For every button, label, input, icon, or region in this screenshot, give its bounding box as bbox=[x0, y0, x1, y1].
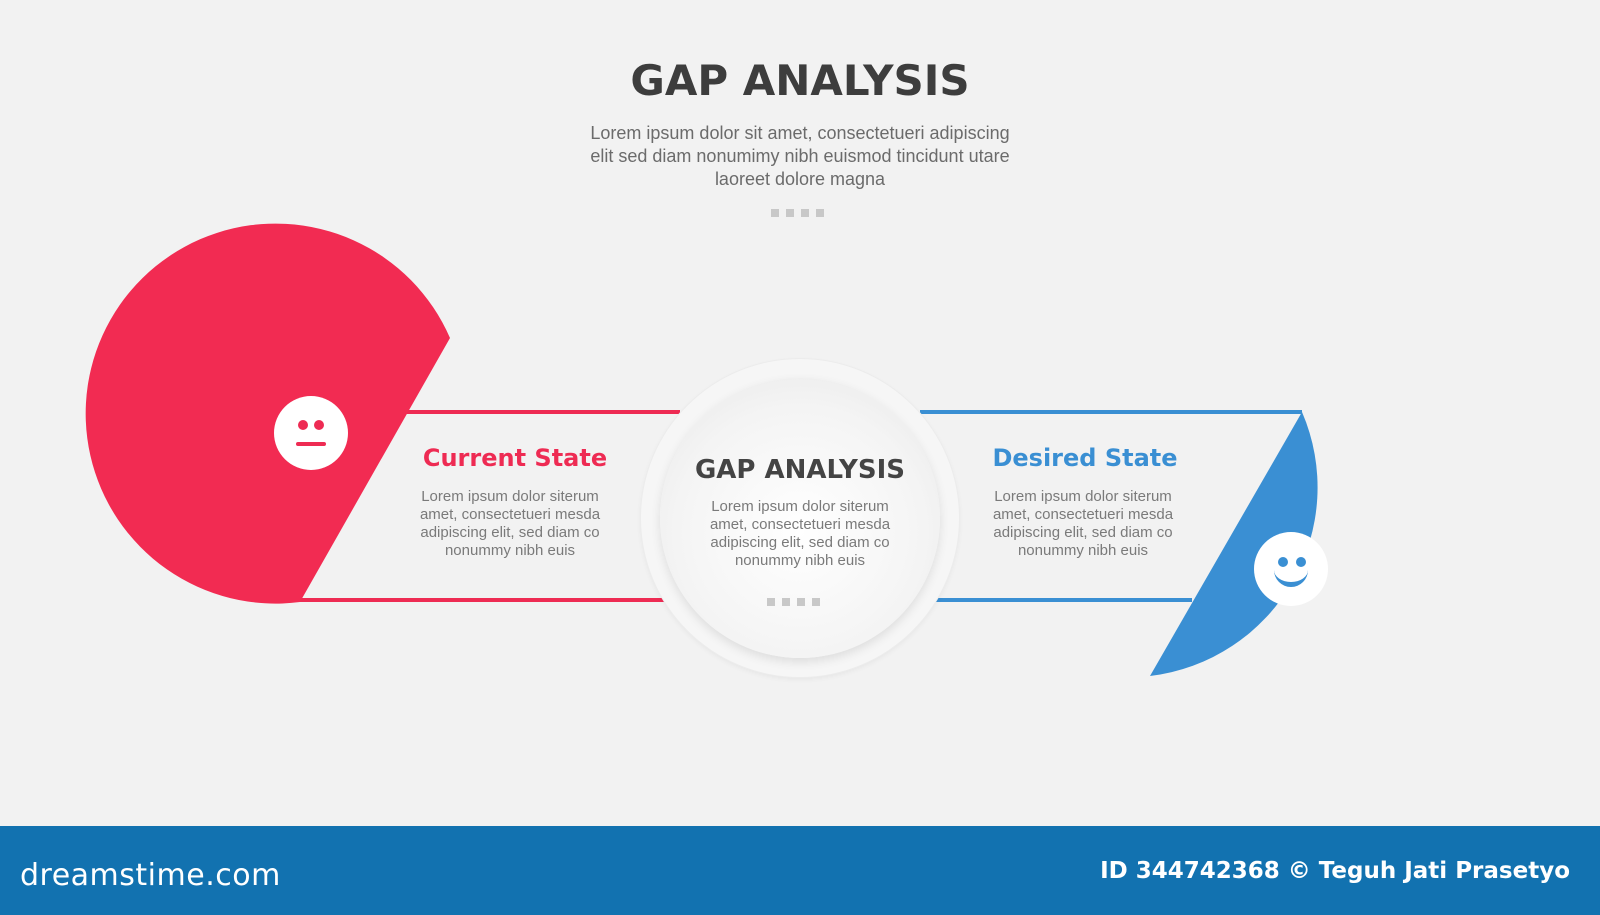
desired-state-frame bbox=[920, 410, 1302, 602]
neutral-face-icon bbox=[274, 396, 348, 470]
current-state-frame bbox=[300, 410, 680, 602]
subtitle-line: Lorem ipsum dolor sit amet, consectetuer… bbox=[590, 123, 1010, 143]
description-line: amet, consectetueri mesda bbox=[709, 516, 891, 533]
subtitle-line: elit sed diam nonumimy nibh euismod tinc… bbox=[590, 146, 1010, 166]
page-title: GAP ANALYSIS bbox=[630, 56, 970, 105]
description-line: adipiscing elit, sed diam co bbox=[993, 524, 1173, 541]
page-subtitle: Lorem ipsum dolor sit amet, consectetuer… bbox=[560, 122, 1040, 191]
description-line: amet, consectetueri mesda bbox=[419, 506, 601, 523]
center-description: Lorem ipsum dolor siterum amet, consecte… bbox=[690, 498, 910, 570]
current-state-segment bbox=[85, 223, 451, 604]
footer-credit: ID 344742368 © Teguh Jati Prasetyo bbox=[1100, 858, 1570, 884]
desired-state-description: Lorem ipsum dolor siterum amet, consecte… bbox=[983, 488, 1183, 560]
footer-bar bbox=[0, 826, 1600, 915]
desired-state-title: Desired State bbox=[992, 444, 1178, 472]
description-line: nonummy nibh euis bbox=[734, 552, 866, 569]
description-line: adipiscing elit, sed diam co bbox=[420, 524, 600, 541]
description-line: Lorem ipsum dolor siterum bbox=[421, 488, 599, 505]
desired-state-segment bbox=[1150, 412, 1318, 676]
footer-logo: dreamstime.com bbox=[20, 858, 281, 893]
smiling-face-icon bbox=[1254, 532, 1328, 606]
description-line: Lorem ipsum dolor siterum bbox=[711, 498, 889, 515]
subtitle-line: laoreet dolore magna bbox=[714, 169, 886, 189]
center-title: GAP ANALYSIS bbox=[694, 455, 906, 485]
center-circle bbox=[660, 378, 940, 658]
description-line: adipiscing elit, sed diam co bbox=[710, 534, 890, 551]
description-line: amet, consectetueri mesda bbox=[992, 506, 1174, 523]
description-line: nonummy nibh euis bbox=[444, 542, 576, 559]
header-dots-divider bbox=[771, 209, 824, 217]
center-dots-divider bbox=[767, 598, 820, 606]
description-line: Lorem ipsum dolor siterum bbox=[994, 488, 1172, 505]
current-state-description: Lorem ipsum dolor siterum amet, consecte… bbox=[410, 488, 610, 560]
description-line: nonummy nibh euis bbox=[1017, 542, 1149, 559]
current-state-title: Current State bbox=[422, 444, 608, 472]
